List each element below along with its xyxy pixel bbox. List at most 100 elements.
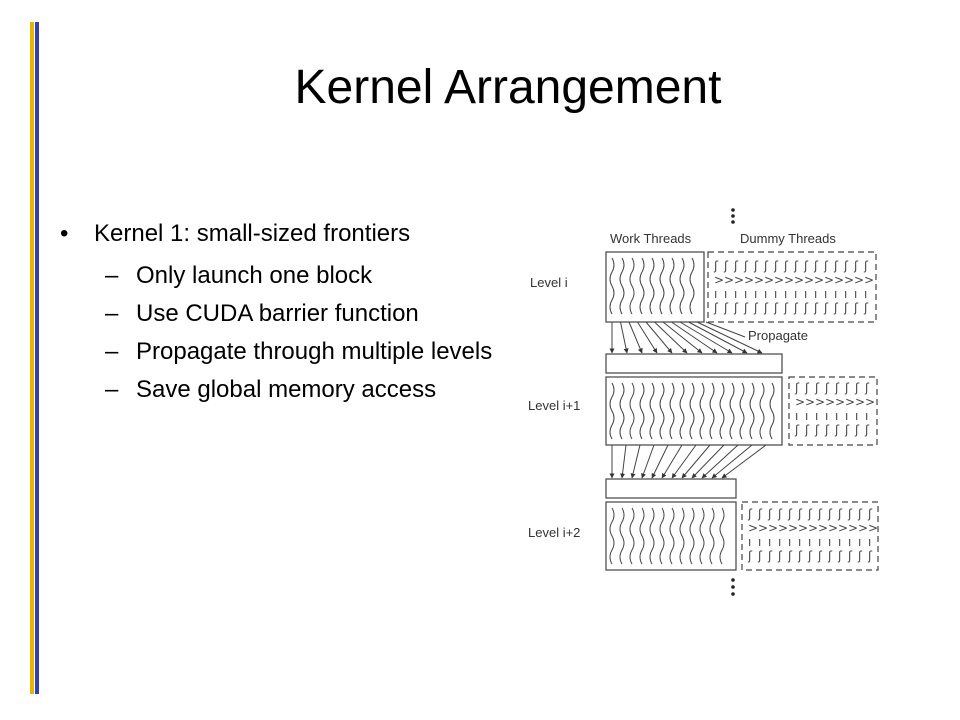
svg-text:ı: ı xyxy=(795,409,798,423)
svg-text:>: > xyxy=(754,273,764,287)
svg-text:ʃ: ʃ xyxy=(837,507,843,521)
svg-text:ʃ: ʃ xyxy=(863,259,869,273)
svg-text:ʃ: ʃ xyxy=(833,259,839,273)
dummy-threads-box xyxy=(741,501,879,571)
work-threads-icons xyxy=(609,257,695,315)
svg-text:ʃ: ʃ xyxy=(753,301,759,315)
sub-bullet-item: – Use CUDA barrier function xyxy=(60,300,530,328)
svg-text:ı: ı xyxy=(844,287,847,301)
svg-text:>: > xyxy=(848,521,858,535)
svg-text:ʃ: ʃ xyxy=(797,549,803,563)
sub-bullet-item: – Only launch one block xyxy=(60,262,530,290)
ellipsis-top-icon xyxy=(731,208,735,224)
dash-icon: – xyxy=(105,262,119,289)
svg-text:ı: ı xyxy=(724,287,727,301)
svg-text:ʃ: ʃ xyxy=(813,301,819,315)
svg-text:ı: ı xyxy=(825,409,828,423)
svg-text:ʃ: ʃ xyxy=(837,549,843,563)
propagate-arrows xyxy=(609,444,767,479)
svg-text:ʃ: ʃ xyxy=(753,259,759,273)
work-threads-box xyxy=(605,501,737,571)
slide-title: Kernel Arrangement xyxy=(294,61,722,114)
level-label: Level i+2 xyxy=(528,525,580,540)
svg-text:ı: ı xyxy=(748,535,751,549)
svg-text:>: > xyxy=(744,273,754,287)
svg-text:ʃ: ʃ xyxy=(747,507,753,521)
svg-text:ʃ: ʃ xyxy=(847,507,853,521)
svg-text:ʃ: ʃ xyxy=(783,259,789,273)
accent-bar-blue xyxy=(35,22,39,694)
svg-text:ı: ı xyxy=(714,287,717,301)
svg-text:ʃ: ʃ xyxy=(797,507,803,521)
svg-text:ʃ: ʃ xyxy=(814,381,820,395)
dash-icon: – xyxy=(105,338,119,365)
svg-text:>: > xyxy=(804,273,814,287)
svg-text:ʃ: ʃ xyxy=(853,259,859,273)
svg-text:ı: ı xyxy=(828,535,831,549)
svg-text:ʃ: ʃ xyxy=(763,259,769,273)
svg-text:ʃ: ʃ xyxy=(817,507,823,521)
svg-text:ʃ: ʃ xyxy=(763,301,769,315)
work-threads-label: Work Threads xyxy=(610,231,692,246)
svg-text:ı: ı xyxy=(838,535,841,549)
svg-text:ı: ı xyxy=(818,535,821,549)
svg-text:>: > xyxy=(784,273,794,287)
svg-text:ʃ: ʃ xyxy=(783,301,789,315)
propagate-label: Propagate xyxy=(748,328,808,343)
svg-text:ʃ: ʃ xyxy=(723,259,729,273)
svg-text:>: > xyxy=(834,273,844,287)
svg-text:ı: ı xyxy=(815,409,818,423)
svg-text:ʃ: ʃ xyxy=(804,381,810,395)
svg-text:ʃ: ʃ xyxy=(793,259,799,273)
svg-text:ı: ı xyxy=(845,409,848,423)
svg-text:ı: ı xyxy=(855,409,858,423)
svg-text:ʃ: ʃ xyxy=(864,423,870,437)
svg-text:>: > xyxy=(794,273,804,287)
svg-text:>: > xyxy=(815,395,825,409)
svg-text:ʃ: ʃ xyxy=(743,259,749,273)
svg-text:ʃ: ʃ xyxy=(803,301,809,315)
svg-text:ı: ı xyxy=(758,535,761,549)
svg-text:>: > xyxy=(854,273,864,287)
svg-text:ʃ: ʃ xyxy=(817,549,823,563)
svg-text:ʃ: ʃ xyxy=(827,549,833,563)
svg-text:ı: ı xyxy=(734,287,737,301)
work-threads-box xyxy=(605,376,783,446)
svg-text:ʃ: ʃ xyxy=(834,423,840,437)
svg-text:>: > xyxy=(855,395,865,409)
svg-text:ı: ı xyxy=(794,287,797,301)
kernel-diagram: Work Threads Dummy Threads Level i Level… xyxy=(528,208,879,596)
svg-text:ʃ: ʃ xyxy=(804,423,810,437)
svg-text:ʃ: ʃ xyxy=(867,549,873,563)
svg-text:ı: ı xyxy=(768,535,771,549)
svg-text:ʃ: ʃ xyxy=(787,549,793,563)
svg-text:>: > xyxy=(868,521,878,535)
propagate-arrows xyxy=(609,321,763,354)
svg-text:ʃ: ʃ xyxy=(834,381,840,395)
svg-text:ı: ı xyxy=(798,535,801,549)
work-threads-icons xyxy=(609,507,725,565)
svg-text:ʃ: ʃ xyxy=(844,381,850,395)
svg-text:ʃ: ʃ xyxy=(747,549,753,563)
svg-text:ʃ: ʃ xyxy=(813,259,819,273)
svg-text:ʃ: ʃ xyxy=(823,259,829,273)
svg-text:ʃ: ʃ xyxy=(713,301,719,315)
svg-text:>: > xyxy=(828,521,838,535)
svg-text:ʃ: ʃ xyxy=(864,381,870,395)
svg-text:ʃ: ʃ xyxy=(857,549,863,563)
svg-text:ı: ı xyxy=(868,535,871,549)
sub-bullet-text: Only launch one block xyxy=(136,262,373,289)
bullet-item: • Kernel 1: small-sized frontiers xyxy=(60,216,530,252)
svg-text:ʃ: ʃ xyxy=(773,259,779,273)
svg-text:ʃ: ʃ xyxy=(733,301,739,315)
level-label: Level i+1 xyxy=(528,398,580,413)
level-label: Level i xyxy=(530,275,568,290)
svg-text:>: > xyxy=(724,273,734,287)
b-queue-box xyxy=(605,478,737,499)
b-queue-box xyxy=(605,353,783,374)
svg-text:ʃ: ʃ xyxy=(767,507,773,521)
svg-text:ʃ: ʃ xyxy=(867,507,873,521)
